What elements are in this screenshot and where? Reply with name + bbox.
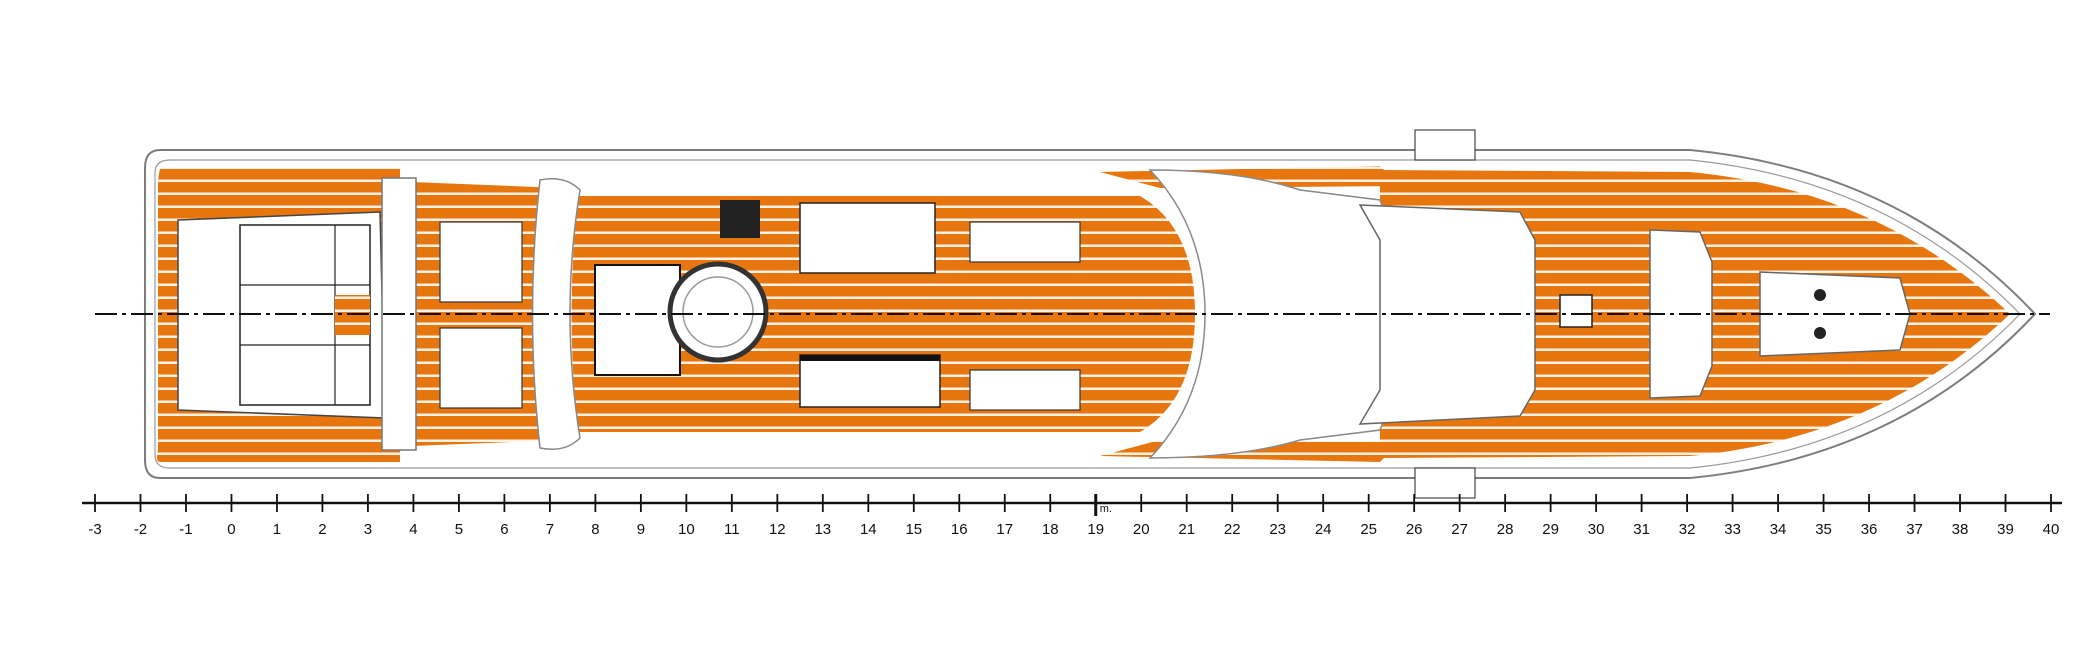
windlass-starboard (1814, 289, 1826, 301)
scale-tick-label: 34 (1770, 521, 1787, 538)
dining-module (594, 264, 681, 376)
scale-tick-label: 37 (1906, 521, 1923, 538)
bar-counter-lower (799, 354, 941, 408)
scale-tick-label: 32 (1679, 521, 1696, 538)
scale-tick-label: 2 (318, 521, 326, 538)
stairs (720, 200, 760, 238)
scale-tick-label: 25 (1360, 521, 1377, 538)
scale-tick-label: 17 (996, 521, 1013, 538)
scale-tick-label: 20 (1133, 521, 1150, 538)
scale-tick-label: 8 (591, 521, 599, 538)
scale-tick-label: 0 (227, 521, 235, 538)
scale-tick-label: 6 (500, 521, 508, 538)
foredeck-hatch (1559, 294, 1593, 328)
scale-tick-label: 14 (860, 521, 877, 538)
scale-tick-label: 9 (637, 521, 645, 538)
aft-sofa-port (439, 327, 523, 409)
scale-tick-label: 5 (455, 521, 463, 538)
scale-tick-label: 10 (678, 521, 695, 538)
davit-starboard (1414, 129, 1476, 161)
scale-tick-label: 3 (364, 521, 372, 538)
scale-tick-label: 29 (1542, 521, 1559, 538)
scale-tick-label: 24 (1315, 521, 1332, 538)
scale-tick-label: 1 (273, 521, 281, 538)
scale-tick-label: 26 (1406, 521, 1423, 538)
scale-tick-label: 30 (1588, 521, 1605, 538)
scale-tick-label: -3 (88, 521, 101, 538)
scale-tick-label: 13 (814, 521, 831, 538)
wheelhouse-roof (1148, 169, 1396, 459)
scale-unit-label: m. (1100, 503, 1112, 515)
scale-tick-label: 27 (1451, 521, 1468, 538)
scale-tick-label: -1 (179, 521, 192, 538)
scale-tick-label: 11 (724, 521, 740, 538)
scale-tick-label: 38 (1952, 521, 1969, 538)
scale-tick-label: 40 (2043, 521, 2060, 538)
forward-sofa-port (969, 369, 1081, 411)
windlass-port (1814, 327, 1826, 339)
scale-tick-label: 31 (1633, 521, 1650, 538)
scale-tick-label: 39 (1997, 521, 2014, 538)
scale-tick-label: 28 (1497, 521, 1514, 538)
scale-tick-label: 23 (1269, 521, 1286, 538)
scale-tick-label: 15 (905, 521, 922, 538)
jacuzzi (667, 261, 769, 363)
scale-tick-label: 7 (546, 521, 554, 538)
scale-tick-label: 4 (409, 521, 417, 538)
scale-tick-label: 22 (1224, 521, 1241, 538)
scale-tick-label: 19 (1087, 521, 1104, 538)
davit-port (1414, 467, 1476, 499)
scale-tick-label: 12 (769, 521, 786, 538)
scale-tick-label: 18 (1042, 521, 1059, 538)
forward-sofa-starboard (969, 221, 1081, 263)
bar-counter (799, 202, 936, 274)
scale-tick-label: 33 (1724, 521, 1741, 538)
scale-tick-label: 16 (951, 521, 968, 538)
scale-tick-label: 35 (1815, 521, 1832, 538)
scale-tick-label: 36 (1861, 521, 1878, 538)
aft-sofa-starboard (439, 221, 523, 303)
hull-inner-outline (154, 159, 2021, 469)
scale-tick-label: 21 (1178, 521, 1195, 538)
scale-tick-label: -2 (134, 521, 147, 538)
